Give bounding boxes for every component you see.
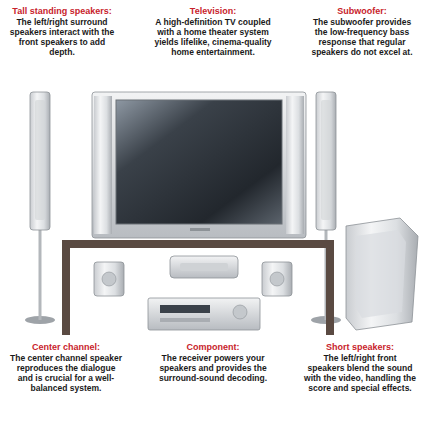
- television: [92, 92, 306, 238]
- callout-text: A high-definition TV coupled with a home…: [154, 17, 272, 57]
- tall-speaker-left: [25, 92, 55, 324]
- callout-heading: Short speakers:: [304, 342, 416, 353]
- callout: Television:A high-definition TV coupled …: [154, 6, 272, 57]
- callout-text: The center channel speaker reproduces th…: [10, 353, 122, 393]
- short-speaker-left: [94, 262, 124, 296]
- subwoofer: [346, 218, 418, 330]
- callout-heading: Subwoofer:: [306, 6, 418, 17]
- callout-heading: Component:: [157, 342, 269, 353]
- callout-heading: Center channel:: [10, 342, 122, 353]
- callout-text: The receiver powers your speakers and pr…: [157, 353, 269, 383]
- callout: Tall standing speakers:The left/right su…: [8, 6, 116, 57]
- callout-text: The left/right surround speakers interac…: [8, 17, 116, 57]
- callout-heading: Tall standing speakers:: [8, 6, 116, 17]
- receiver-component: [148, 298, 260, 330]
- callout: Component:The receiver powers your speak…: [157, 342, 269, 383]
- callout: Short speakers:The left/right front spea…: [304, 342, 416, 393]
- callout: Center channel:The center channel speake…: [10, 342, 122, 393]
- tv-stand: [62, 240, 334, 335]
- center-channel-speaker: [170, 256, 238, 278]
- callout-text: The left/right front speakers blend the …: [304, 353, 416, 393]
- callout: Subwoofer:The subwoofer provides the low…: [306, 6, 418, 57]
- callout-heading: Television:: [154, 6, 272, 17]
- callout-text: The subwoofer provides the low-frequency…: [306, 17, 418, 57]
- short-speaker-right: [262, 262, 292, 296]
